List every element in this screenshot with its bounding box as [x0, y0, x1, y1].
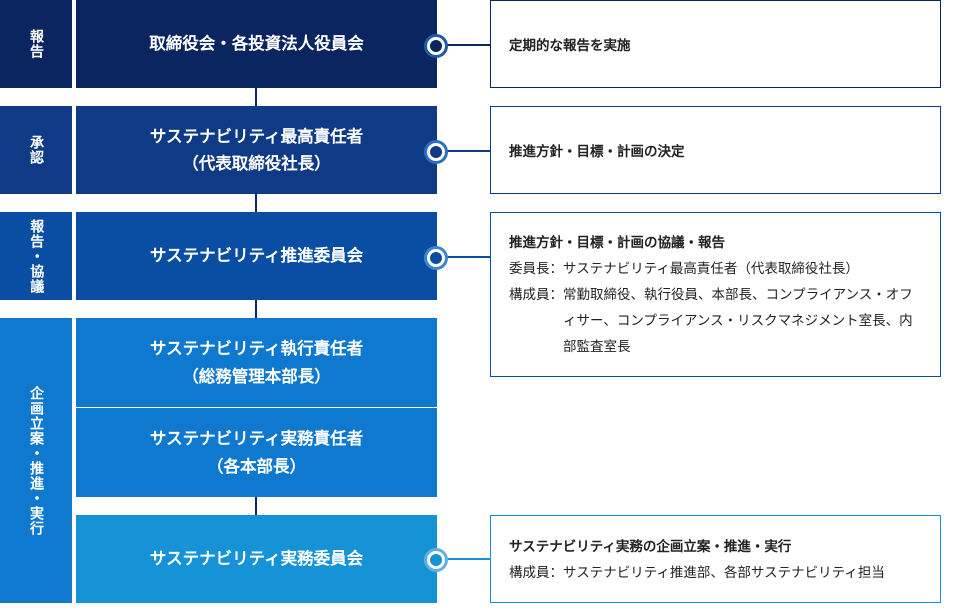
side-label-approve: 承認	[0, 106, 72, 194]
box-practical: サステナビリティ実務責任者 （各本部長）	[76, 408, 437, 497]
dot-working-committee	[424, 548, 448, 572]
dot-board	[424, 34, 448, 58]
side-label-plan-execute: 企画立案・推進・実行	[0, 318, 72, 603]
link-cso-note	[437, 150, 490, 152]
committee-chair-row: 委員長： サステナビリティ最高責任者（代表取締役社長）	[509, 261, 859, 277]
box-cso: サステナビリティ最高責任者 （代表取締役社長）	[76, 106, 437, 194]
link-working-note	[437, 558, 490, 560]
connector-board-cso	[255, 88, 257, 106]
link-committee-note	[437, 256, 490, 258]
connector-cso-committee	[255, 194, 257, 212]
box-working-committee: サステナビリティ実務委員会	[76, 515, 437, 603]
working-members-row: 構成員： サステナビリティ推進部、各部サステナビリティ担当	[509, 565, 885, 581]
connector-practical-working	[255, 497, 257, 515]
box-committee: サステナビリティ推進委員会	[76, 212, 437, 300]
committee-members-row: 構成員： 常勤取締役、執行役員、本部長、コンプライアンス・オフィサー、コンプライ…	[509, 287, 913, 355]
box-board: 取締役会・各投資法人役員会	[76, 0, 437, 88]
link-board-note	[437, 44, 490, 46]
dot-committee	[424, 246, 448, 270]
note-cso: 推進方針・目標・計画の決定	[490, 106, 941, 194]
box-executive: サステナビリティ執行責任者 （総務管理本部長）	[76, 318, 437, 407]
side-label-report: 報告	[0, 0, 72, 88]
note-board: 定期的な報告を実施	[490, 0, 941, 88]
side-label-report-consult: 報告・協議	[0, 212, 72, 300]
box-divider	[76, 407, 437, 408]
note-committee: 推進方針・目標・計画の協議・報告 委員長： サステナビリティ最高責任者（代表取締…	[490, 212, 941, 377]
connector-committee-executive	[255, 300, 257, 318]
dot-cso	[424, 140, 448, 164]
note-working-committee: サステナビリティ実務の企画立案・推進・実行 構成員： サステナビリティ推進部、各…	[490, 515, 941, 603]
